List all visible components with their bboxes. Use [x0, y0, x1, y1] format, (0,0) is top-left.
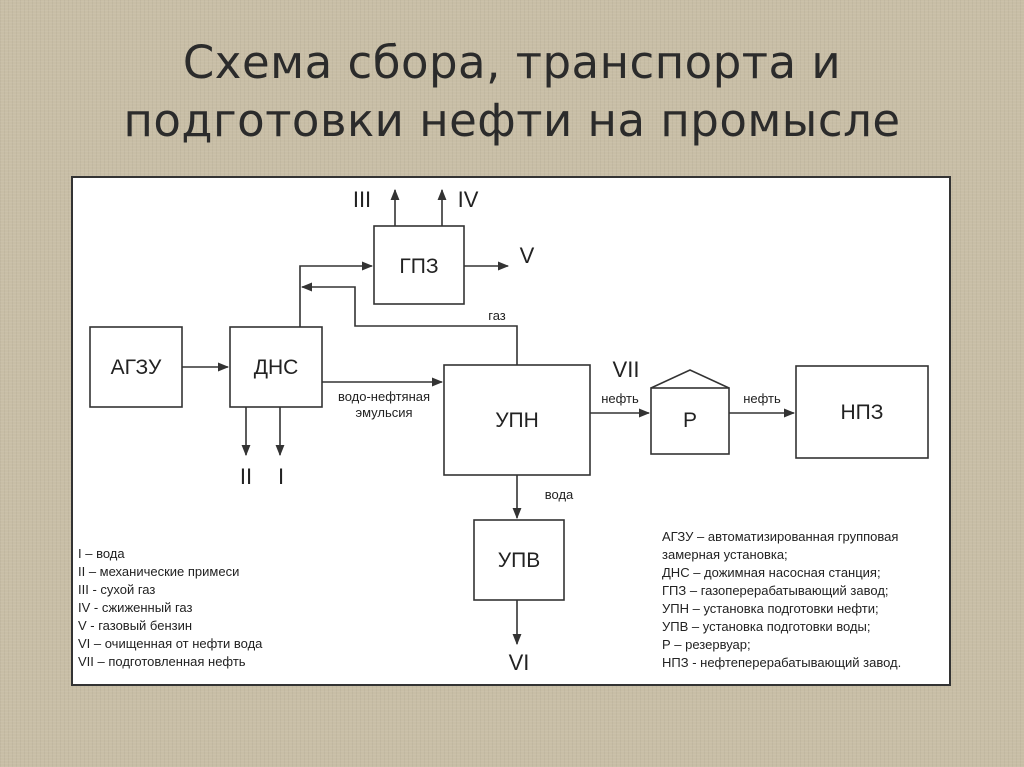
legend-item: АГЗУ – автоматизированная групповая: [662, 529, 898, 544]
node-npz: НПЗ: [795, 365, 929, 459]
legend-item: НПЗ - нефтеперерабатывающий завод.: [662, 655, 901, 670]
edge-label-water: вода: [545, 487, 574, 502]
node-upv: УПВ: [473, 519, 565, 601]
legend-item: VI – очищенная от нефти вода: [78, 636, 263, 651]
node-upv-label: УПВ: [498, 549, 540, 572]
legend-outputs: I – вода II – механические примеси III -…: [78, 546, 263, 669]
output-I: I: [278, 464, 284, 489]
arrow-dns-gpz: [299, 261, 374, 327]
edge-label-oil-2: нефть: [743, 391, 781, 406]
legend-item: VII – подготовленная нефть: [78, 654, 246, 669]
legend-item: II – механические примеси: [78, 564, 239, 579]
node-npz-label: НПЗ: [841, 401, 884, 424]
node-r: Р: [650, 369, 730, 455]
output-IV: IV: [458, 187, 479, 212]
node-r-label: Р: [683, 409, 697, 432]
legend-item: замерная установка;: [662, 547, 788, 562]
legend-item: IV - сжиженный газ: [78, 600, 192, 615]
edge-label-gas: газ: [488, 308, 506, 323]
output-III: III: [353, 187, 371, 212]
node-gpz: ГПЗ: [373, 225, 465, 305]
legend-item: ДНС – дожимная насосная станция;: [662, 565, 881, 580]
legend-item: V - газовый бензин: [78, 618, 192, 633]
title-line-1: Схема сбора, транспорта и: [182, 36, 842, 89]
node-agzu-label: АГЗУ: [111, 356, 162, 379]
legend-item: УПВ – установка подготовки воды;: [662, 619, 870, 634]
arrow-upn-gas: [300, 282, 518, 365]
node-dns-label: ДНС: [254, 356, 299, 379]
node-agzu: АГЗУ: [89, 326, 183, 408]
edge-label-oil-1: нефть: [601, 391, 639, 406]
legend-item: ГПЗ – газоперерабатывающий завод;: [662, 583, 889, 598]
node-gpz-label: ГПЗ: [399, 255, 438, 278]
node-dns: ДНС: [229, 326, 323, 408]
legend-item: УПН – установка подготовки нефти;: [662, 601, 879, 616]
slide-title: Схема сбора, транспорта и подготовки неф…: [0, 34, 1024, 150]
edge-label-emulsion-2: эмульсия: [355, 405, 412, 420]
legend-item: III - сухой газ: [78, 582, 155, 597]
node-upn: УПН: [443, 364, 591, 476]
output-VII: VII: [613, 357, 640, 382]
output-II: II: [240, 464, 252, 489]
legend-abbreviations: АГЗУ – автоматизированная групповая заме…: [662, 529, 901, 670]
output-V: V: [520, 243, 535, 268]
edge-label-emulsion-1: водо-нефтяная: [338, 389, 430, 404]
output-VI: VI: [509, 650, 530, 675]
legend-item: I – вода: [78, 546, 125, 561]
legend-item: Р – резервуар;: [662, 637, 751, 652]
node-upn-label: УПН: [495, 409, 539, 432]
title-line-2: подготовки нефти на промысле: [123, 94, 901, 147]
